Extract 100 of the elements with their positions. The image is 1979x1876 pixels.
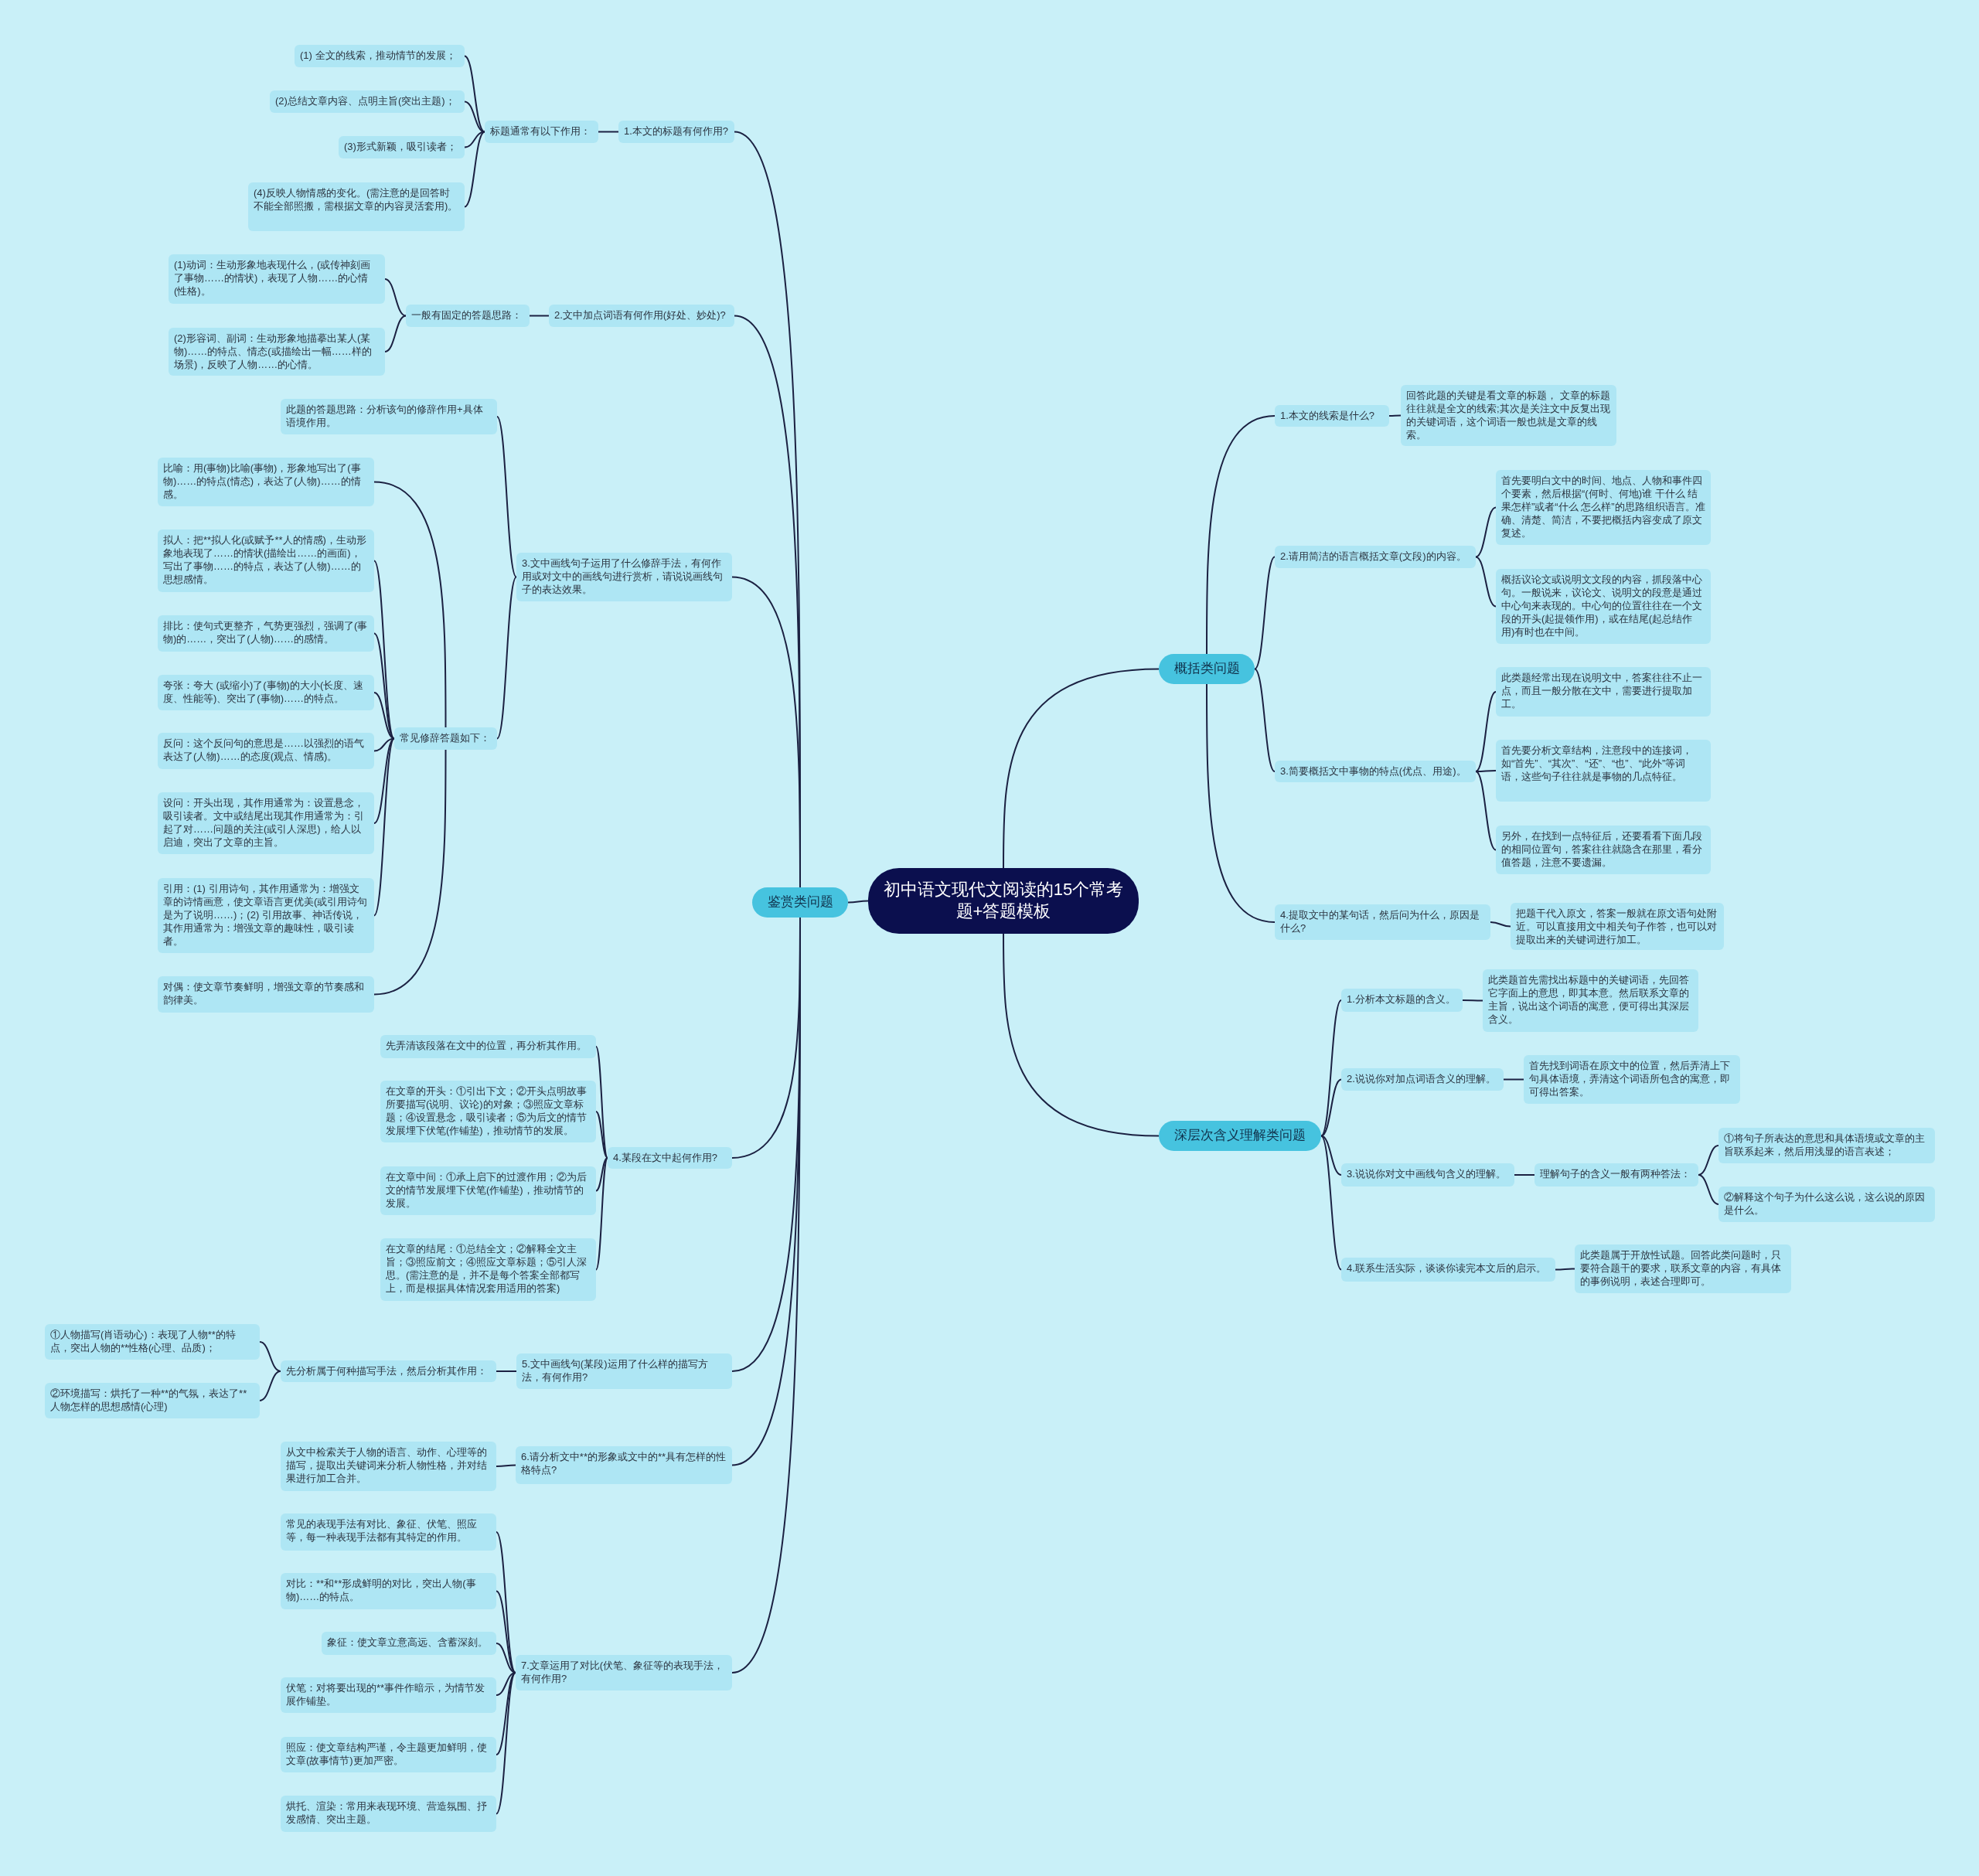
connector-line bbox=[1206, 415, 1276, 655]
connector-line bbox=[496, 1672, 516, 1815]
connector-line bbox=[1475, 770, 1497, 772]
topic-box: 3.简要概括文中事物的特点(优点、用途)。 bbox=[1275, 761, 1476, 782]
connector-line bbox=[1555, 1268, 1575, 1271]
connector-line bbox=[1320, 1135, 1342, 1271]
topic-box: (3)形式新颖，吸引读者； bbox=[339, 136, 465, 158]
topic-box: 伏笔：对将要出现的**事件作暗示，为情节发展作铺垫。 bbox=[281, 1677, 496, 1713]
topic-box: 1.本文的标题有何作用? bbox=[618, 121, 734, 143]
connector-line bbox=[595, 1111, 608, 1159]
topic-box: 回答此题的关键是看文章的标题， 文章的标题往往就是全文的线索;其次是关注文中反复出现的关键词语，这个词语一般也就是文章的线索。 bbox=[1401, 385, 1616, 446]
topic-box: 2.说说你对加点词语含义的理解。 bbox=[1341, 1068, 1504, 1091]
connector-line bbox=[1320, 1135, 1342, 1176]
connector-line bbox=[464, 55, 485, 133]
connector-line bbox=[373, 481, 447, 728]
topic-box: 3.说说你对文中画线句含义的理解。 bbox=[1341, 1163, 1514, 1187]
connector-line bbox=[464, 131, 485, 208]
connector-line bbox=[1503, 1078, 1524, 1081]
topic-box: 常见修辞答题如下： bbox=[394, 727, 497, 750]
topic-box: 5.文中画线句(某段)运用了什么样的描写方法，有何作用? bbox=[516, 1353, 732, 1389]
connector-line bbox=[1254, 668, 1276, 772]
connector-line bbox=[1475, 691, 1497, 772]
connector-line bbox=[496, 1590, 516, 1673]
connector-line bbox=[598, 131, 619, 133]
connector-line bbox=[1320, 999, 1342, 1137]
topic-box: 把题干代入原文，答案一般就在原文语句处附近。可以直接用文中相关句子作答，也可以对提取出来的关键词进行加工。 bbox=[1511, 903, 1724, 950]
topic-box: 反问：这个反问句的意思是……以强烈的语气表达了(人物)……的态度(观点、情感)。 bbox=[158, 733, 374, 769]
topic-box: ②解释这个句子为什么这么说，这么说的原因是什么。 bbox=[1718, 1187, 1935, 1222]
topic-box: ①人物描写(肖语动心)：表现了人物**的特点，突出人物的**性格(心理、品质)； bbox=[45, 1324, 260, 1360]
connector-line bbox=[496, 416, 517, 578]
connector-line bbox=[1475, 771, 1497, 851]
connector-line bbox=[1475, 556, 1497, 608]
connector-line bbox=[373, 737, 395, 917]
connector-line bbox=[595, 1157, 608, 1271]
connector-line bbox=[1254, 556, 1276, 670]
topic-box: 4.联系生活实际，谈谈你读完本文后的启示。 bbox=[1341, 1258, 1555, 1282]
topic-box: ①将句子所表达的意思和具体语境或文章的主旨联系起来，然后用浅显的语言表述； bbox=[1718, 1128, 1935, 1163]
topic-box: 先分析属于何种描写手法，然后分析其作用： bbox=[281, 1360, 496, 1382]
topic-box: 在文章中间：①承上启下的过渡作用；②为后文的情节发展埋下伏笔(作铺垫)，推动情节的发展。 bbox=[380, 1166, 596, 1215]
connector-line bbox=[1462, 999, 1483, 1002]
topic-box: 概括议论文或说明文文段的内容，抓段落中心句。一般说来，议论文、说明文的段意是通过中心句来表现的。中心句的位置往往在一个文段的开头(起提领作用)，或在结尾(起总结作用)有时也在中间。 bbox=[1496, 569, 1711, 644]
topic-box: (4)反映人物情感的变化。(需注意的是回答时不能全部照搬，需根据文章的内容灵活套用)。 bbox=[248, 182, 465, 231]
topic-box: 此类题经常出现在说明文中，答案往往不止一点，而且一般分散在文中，需要进行提取加工。 bbox=[1496, 667, 1711, 717]
topic-box: 排比：使句式更整齐，气势更强烈，强调了(事物)的……，突出了(人物)……的感情。 bbox=[158, 615, 374, 652]
connector-line bbox=[1475, 506, 1497, 558]
connector-line bbox=[595, 1157, 608, 1192]
topic-box: 2.文中加点词语有何作用(好处、妙处)? bbox=[549, 305, 734, 327]
topic-box: 7.文章运用了对比(伏笔、象征等的表现手法，有何作用? bbox=[516, 1655, 732, 1690]
topic-box: 2.请用简洁的语言概括文章(文段)的内容。 bbox=[1275, 546, 1476, 568]
connector-line bbox=[1490, 921, 1511, 928]
topic-box: 首先要分析文章结构，注意段中的连接词，如“首先”、“其次”、“还”、“也”、“此外”等词语，这些句子往往就是事物的几点特征。 bbox=[1496, 740, 1711, 802]
connector-line bbox=[373, 737, 395, 752]
topic-box: 照应：使文章结构严谨，令主题更加鲜明，使文章(故事情节)更加严密。 bbox=[281, 1737, 496, 1772]
connector-line bbox=[496, 1643, 516, 1673]
connector-line bbox=[847, 900, 869, 904]
connector-line bbox=[529, 315, 550, 317]
topic-box: 常见的表现手法有对比、象征、伏笔、照应等，每一种表现手法都有其特定的作用。 bbox=[281, 1513, 496, 1551]
topic-box: 首先找到词语在原文中的位置，然后弄清上下句具体语境，弄清这个词语所包含的寓意，即可得出答案。 bbox=[1524, 1055, 1740, 1104]
connector-line bbox=[373, 737, 395, 824]
topic-box: 象征：使文章立意高远、含蓄深刻。 bbox=[322, 1632, 496, 1655]
topic-box: 标题通常有以下作用： bbox=[485, 121, 598, 143]
topic-box: 3.文中画线句子运用了什么修辞手法，有何作用或对文中的画线句进行赏析，请说说画线句子的表达效果。 bbox=[516, 553, 732, 601]
topic-box: 一般有固定的答题思路： bbox=[406, 305, 530, 327]
connector-line bbox=[373, 692, 395, 740]
connector-line bbox=[496, 1672, 516, 1755]
connector-line bbox=[1514, 1174, 1535, 1176]
connector-line bbox=[496, 1672, 516, 1696]
topic-box: 比喻：用(事物)比喻(事物)，形象地写出了(事物)……的特点(情态)，表达了(人物)……的情感。 bbox=[158, 458, 374, 506]
connector-line bbox=[373, 632, 395, 740]
connector-line bbox=[1698, 1145, 1719, 1176]
topic-box: 先弄清该段落在文中的位置，再分析其作用。 bbox=[380, 1035, 596, 1058]
topic-box: 夸张：夸大 (或缩小)了(事物)的大小(长度、速度、性能等)、突出了(事物)……的特点。 bbox=[158, 675, 374, 710]
topic-box: 从文中检索关于人物的语言、动作、心理等的描写，提取出关键词来分析人物性格，并对结果进行加工合并。 bbox=[281, 1442, 496, 1491]
topic-box: 1.分析本文标题的含义。 bbox=[1341, 989, 1463, 1012]
topic-box: 4.提取文中的某句话，然后问为什么，原因是什么? bbox=[1275, 904, 1490, 940]
topic-box: 理解句子的含义一般有两种答法： bbox=[1534, 1163, 1698, 1187]
topic-box: 在文章的开头：①引出下文；②开头点明故事所要描写(说明、议论)的对象；③照应文章标题；④设置悬念，吸引读者；⑤为后文的情节发展埋下伏笔(作铺垫)，推动情节的发展。 bbox=[380, 1081, 596, 1142]
connector-line bbox=[496, 1370, 517, 1372]
topic-box: 此题的答题思路：分析该句的修辞作用+具体语境作用。 bbox=[281, 399, 497, 434]
topic-box: (1) 全文的线索，推动情节的发展； bbox=[295, 45, 465, 67]
connector-line bbox=[259, 1370, 281, 1401]
connector-line bbox=[496, 576, 517, 740]
connector-line bbox=[1003, 668, 1160, 869]
connector-line bbox=[384, 278, 407, 317]
branch-topic: 概括类问题 bbox=[1159, 654, 1255, 684]
topic-box: 对比：**和**形成鲜明的对比，突出人物(事物)……的特点。 bbox=[281, 1573, 496, 1609]
connector-line bbox=[259, 1341, 281, 1372]
topic-box: 6.请分析文中**的形象或文中的**具有怎样的性格特点? bbox=[516, 1446, 732, 1484]
connector-line bbox=[496, 1464, 516, 1467]
topic-box: 此类题首先需找出标题中的关键词语，先回答它字面上的意思，即其本意。然后联系文章的主旨，说出这个词语的寓意，便可得出其深层含义。 bbox=[1483, 969, 1698, 1032]
connector-line bbox=[373, 749, 447, 996]
topic-box: (1)动词：生动形象地表现什么，(或传神刻画了事物……的情状)，表现了人物……的心情(性格)。 bbox=[169, 254, 385, 304]
topic-box: 首先要明白文中的时间、地点、人物和事件四个要素，然后根据“(何时、何地)谁 干什么 结果怎样”或者“什么 怎么样”的思路组织语言。准确、清楚、简洁，不要把概括内容变成了原文复述。 bbox=[1496, 470, 1711, 545]
topic-box: 另外，在找到一点特征后，还要看看下面几段的相同位置句，答案往往就隐含在那里，看分值答题，注意不要遗漏。 bbox=[1496, 826, 1711, 874]
topic-box: 烘托、渲染：常用来表现环境、营造氛围、抒发感情、突出主题。 bbox=[281, 1796, 496, 1832]
topic-box: ②环境描写：烘托了一种**的气氛，表达了**人物怎样的思想感情(心理) bbox=[45, 1383, 260, 1418]
topic-box: (2)形容词、副词：生动形象地描摹出某人(某物)……的特点、情态(或描绘出一幅……样的场景)，反映了人物……的心情。 bbox=[169, 328, 385, 376]
branch-topic: 鉴赏类问题 bbox=[752, 887, 848, 918]
topic-box: 设问：开头出现，其作用通常为：设置悬念，吸引读者。文中或结尾出现其作用通常为：引起了对……问题的关注(或引人深思)，给人以启迪，突出了文章的主旨。 bbox=[158, 792, 374, 854]
connector-line bbox=[595, 1046, 608, 1159]
